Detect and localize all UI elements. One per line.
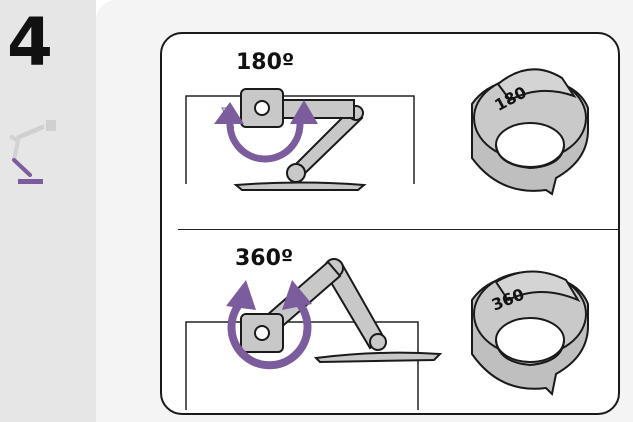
angle-label-360: 360º — [235, 246, 294, 271]
angle-label-180: 180º — [236, 50, 295, 75]
monitor-arm-180 — [185, 88, 415, 191]
rotation-collar-icon: 180 — [471, 68, 589, 196]
rotation-arrows-icon — [214, 100, 318, 163]
monitor-arm-icon — [8, 120, 56, 184]
step-number: 4 — [7, 4, 53, 81]
section-divider — [178, 229, 620, 230]
rotation-arrows-icon — [226, 280, 312, 370]
monitor-arm-360 — [185, 258, 443, 410]
rotation-collar-icon: 360 — [471, 270, 589, 397]
step-sidebar: 4 — [0, 0, 96, 422]
